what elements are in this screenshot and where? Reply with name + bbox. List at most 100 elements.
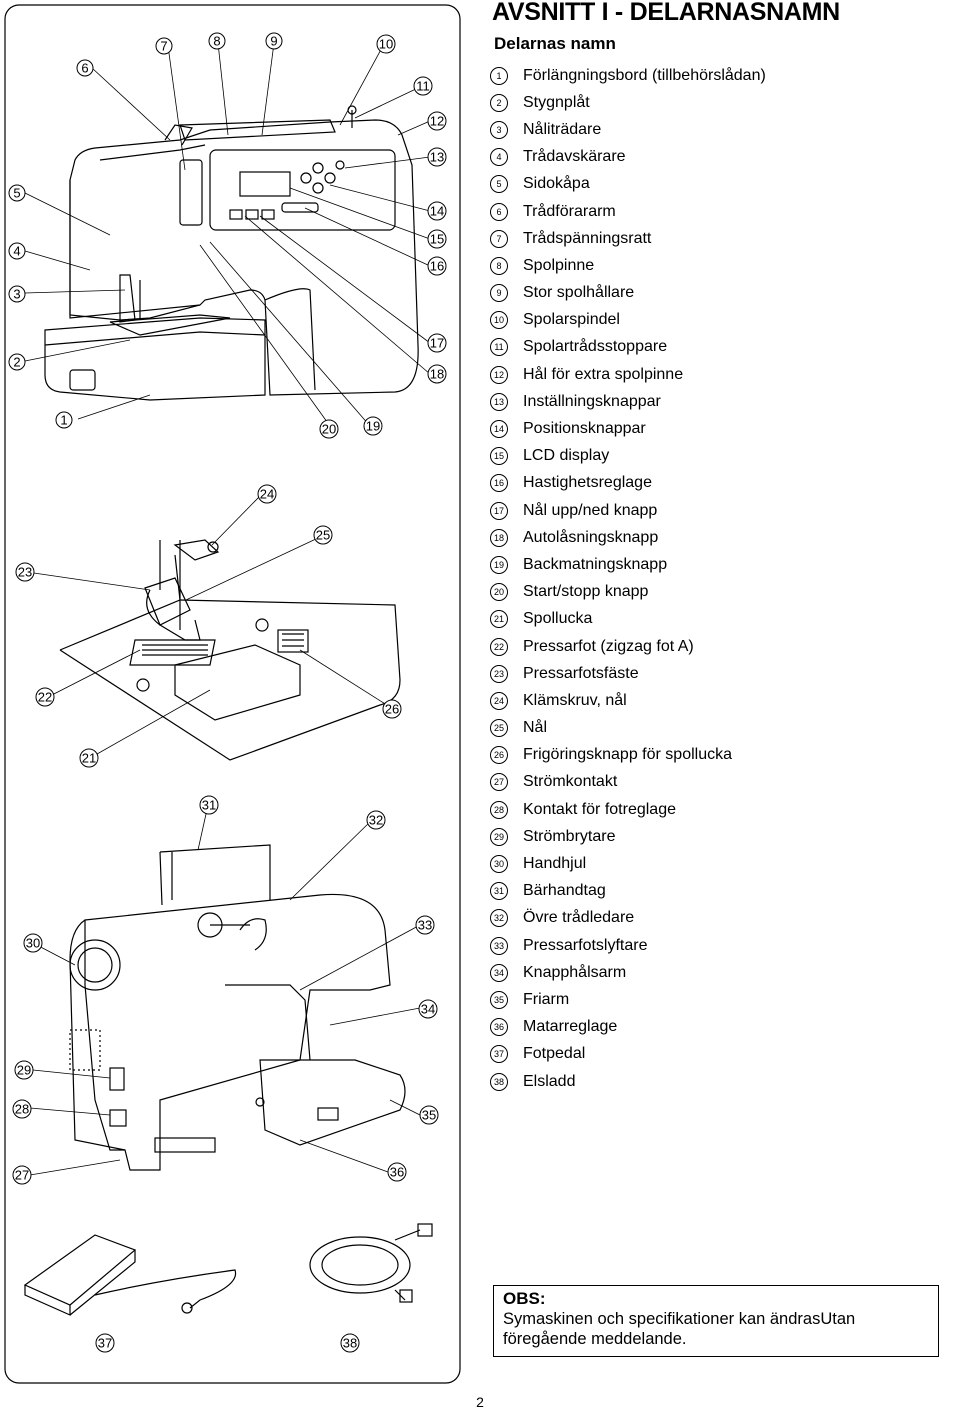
svg-text:13: 13 xyxy=(430,150,444,165)
item-number: 33 xyxy=(490,936,508,955)
callout-9: 9 xyxy=(265,32,283,50)
item-label: Kontakt för fotreglage xyxy=(523,800,676,818)
list-item: 23 Pressarfotsfäste xyxy=(490,660,960,687)
callout-24: 24 xyxy=(257,484,277,504)
item-label: Frigöringsknapp för spollucka xyxy=(523,746,732,764)
callout-28: 28 xyxy=(12,1099,32,1119)
svg-text:22: 22 xyxy=(38,690,52,705)
item-number: 24 xyxy=(490,691,508,710)
item-number: 16 xyxy=(490,474,508,493)
callouts: 1 2 3 4 5 6 7 8 9 10 11 12 13 14 15 16 1… xyxy=(8,32,447,1353)
callout-1: 1 xyxy=(55,411,73,429)
callout-7: 7 xyxy=(155,37,173,55)
item-number: 2 xyxy=(490,93,508,112)
svg-text:28: 28 xyxy=(15,1102,29,1117)
svg-text:23: 23 xyxy=(18,565,32,580)
callout-26: 26 xyxy=(382,699,402,719)
svg-text:17: 17 xyxy=(430,336,444,351)
svg-text:8: 8 xyxy=(213,34,220,49)
svg-text:19: 19 xyxy=(366,419,380,434)
svg-text:38: 38 xyxy=(343,1336,357,1351)
list-item: 13 Inställningsknappar xyxy=(490,388,960,415)
callout-36: 36 xyxy=(387,1162,407,1182)
item-number: 20 xyxy=(490,583,508,602)
svg-text:36: 36 xyxy=(390,1165,404,1180)
svg-text:34: 34 xyxy=(421,1002,435,1017)
list-item: 20 Start/stopp knapp xyxy=(490,579,960,606)
svg-text:4: 4 xyxy=(13,244,20,259)
list-item: 28 Kontakt för fotreglage xyxy=(490,796,960,823)
list-item: 15 LCD display xyxy=(490,443,960,470)
svg-text:3: 3 xyxy=(13,287,20,302)
callout-15: 15 xyxy=(427,229,447,249)
svg-text:27: 27 xyxy=(15,1168,29,1183)
callout-6: 6 xyxy=(76,59,94,77)
item-label: Spolarspindel xyxy=(523,311,620,329)
svg-text:25: 25 xyxy=(316,528,330,543)
item-number: 4 xyxy=(490,148,508,167)
item-number: 28 xyxy=(490,800,508,819)
callout-27: 27 xyxy=(12,1165,32,1185)
item-number: 3 xyxy=(490,120,508,139)
item-number: 13 xyxy=(490,392,508,411)
item-label: Inställningsknappar xyxy=(523,392,661,410)
callout-22: 22 xyxy=(35,687,55,707)
item-label: Övre trådledare xyxy=(523,909,635,927)
page-title: AVSNITT I - DELARNASNAMN xyxy=(492,0,840,26)
item-number: 36 xyxy=(490,1018,508,1037)
item-label: Hastighetsreglage xyxy=(523,474,652,492)
item-number: 38 xyxy=(490,1072,508,1091)
item-label: Nåliträdare xyxy=(523,120,602,138)
callout-4: 4 xyxy=(8,242,26,260)
item-number: 21 xyxy=(490,610,508,629)
item-number: 8 xyxy=(490,256,508,275)
callout-11: 11 xyxy=(413,76,433,96)
svg-text:32: 32 xyxy=(369,813,383,828)
callout-32: 32 xyxy=(366,810,386,830)
svg-text:2: 2 xyxy=(13,355,20,370)
callout-33: 33 xyxy=(415,915,435,935)
svg-text:24: 24 xyxy=(260,487,274,502)
item-label: Spollucka xyxy=(523,610,593,628)
svg-text:1: 1 xyxy=(60,413,67,428)
page-number: 2 xyxy=(476,1394,484,1410)
item-number: 18 xyxy=(490,528,508,547)
item-number: 15 xyxy=(490,447,508,466)
item-label: Pressarfotsfäste xyxy=(523,664,639,682)
item-label: Bärhandtag xyxy=(523,882,606,900)
svg-text:31: 31 xyxy=(202,798,216,813)
item-number: 23 xyxy=(490,664,508,683)
item-number: 14 xyxy=(490,420,508,439)
leader-lines xyxy=(24,42,431,1176)
item-number: 30 xyxy=(490,855,508,874)
list-item: 21 Spollucka xyxy=(490,606,960,633)
svg-text:11: 11 xyxy=(416,79,430,94)
item-label: Strömkontakt xyxy=(523,773,618,791)
callout-12: 12 xyxy=(427,111,447,131)
presser-foot-closeup xyxy=(59,539,401,761)
callout-35: 35 xyxy=(419,1105,439,1125)
item-label: LCD display xyxy=(523,447,610,465)
item-label: Trådspänningsratt xyxy=(523,229,652,247)
item-label: Start/stopp knapp xyxy=(523,583,649,601)
callout-8: 8 xyxy=(208,32,226,50)
notice-text: Symaskinen och specifikationer kan ändra… xyxy=(503,1310,856,1348)
sewing-machine-diagram: 1 2 3 4 5 6 7 8 9 10 11 12 13 14 15 16 1… xyxy=(4,4,461,1384)
